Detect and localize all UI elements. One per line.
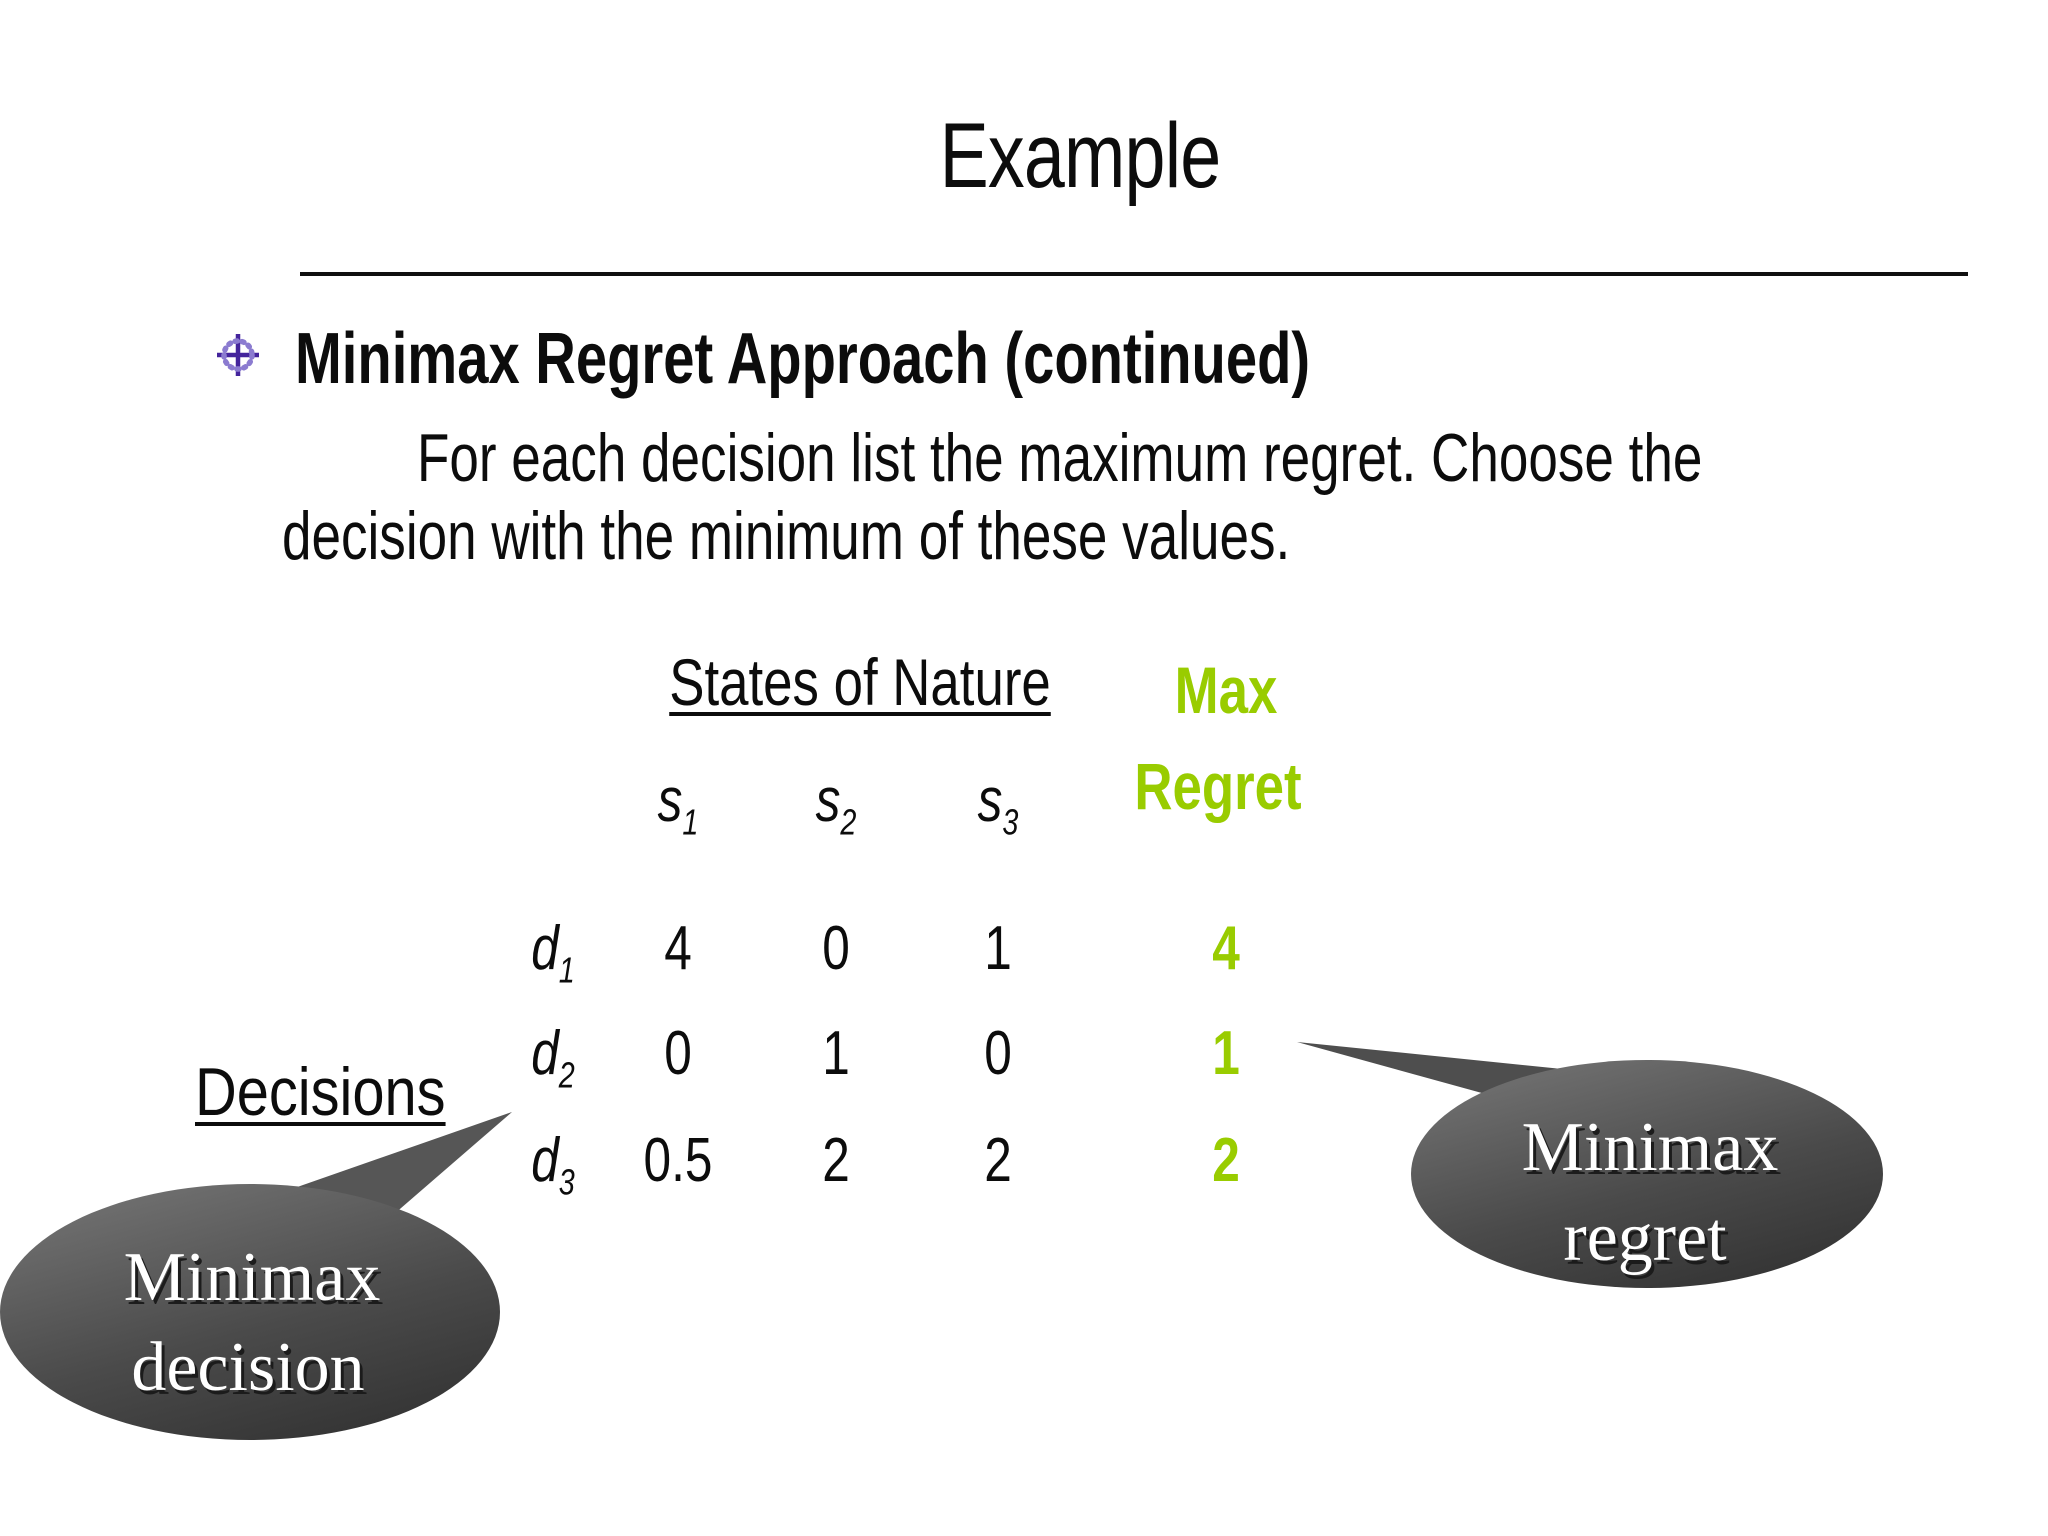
decisions-axis-label: Decisions	[195, 1054, 446, 1130]
column-header-s3: s3	[977, 766, 1019, 843]
max-regret-header-line2: Regret	[1134, 749, 1302, 823]
table-cell-d3-s3: 2	[984, 1126, 1012, 1195]
minimax-decision-callout-line1: Minimax	[123, 1239, 381, 1316]
table-cell-d1-s3: 1	[984, 914, 1012, 983]
table-cell-d3-s1: 0.5	[643, 1126, 713, 1195]
table-cell-d3-s2: 2	[822, 1126, 850, 1195]
slide-title: Example	[939, 105, 1222, 207]
table-cell-d2-s2: 1	[822, 1019, 850, 1088]
max-regret-header-line1: Max	[1174, 653, 1278, 727]
minimax-decision-callout-bubble	[0, 1184, 500, 1440]
minimax-regret-callout-line1: Minimax	[1521, 1109, 1779, 1186]
states-of-nature-header: States of Nature	[669, 645, 1051, 719]
crosshair-icon	[216, 333, 260, 377]
minimax-regret-callout-bubble	[1411, 1060, 1883, 1288]
table-cell-d2-s3: 0	[984, 1019, 1012, 1088]
max-regret-value-d2: 1	[1212, 1019, 1240, 1088]
bullet-heading: Minimax Regret Approach (continued)	[295, 319, 1311, 399]
table-cell-d1-s1: 4	[664, 914, 692, 983]
title-divider-line	[300, 272, 1968, 276]
minimax-decision-callout-line2: decision	[131, 1329, 365, 1406]
row-label-d3: d3	[531, 1126, 575, 1203]
max-regret-value-d3: 2	[1212, 1126, 1240, 1195]
max-regret-value-d1: 4	[1212, 914, 1240, 983]
table-cell-d1-s2: 0	[822, 914, 850, 983]
body-text-line2: decision with the minimum of these value…	[282, 498, 1291, 574]
row-label-d1: d1	[531, 914, 575, 991]
column-header-s2: s2	[815, 766, 857, 843]
minimax-regret-callout-line2: regret	[1563, 1199, 1727, 1276]
table-cell-d2-s1: 0	[664, 1019, 692, 1088]
body-text-line1: For each decision list the maximum regre…	[417, 420, 1703, 496]
row-label-d2: d2	[531, 1019, 575, 1096]
column-header-s1: s1	[657, 766, 699, 843]
